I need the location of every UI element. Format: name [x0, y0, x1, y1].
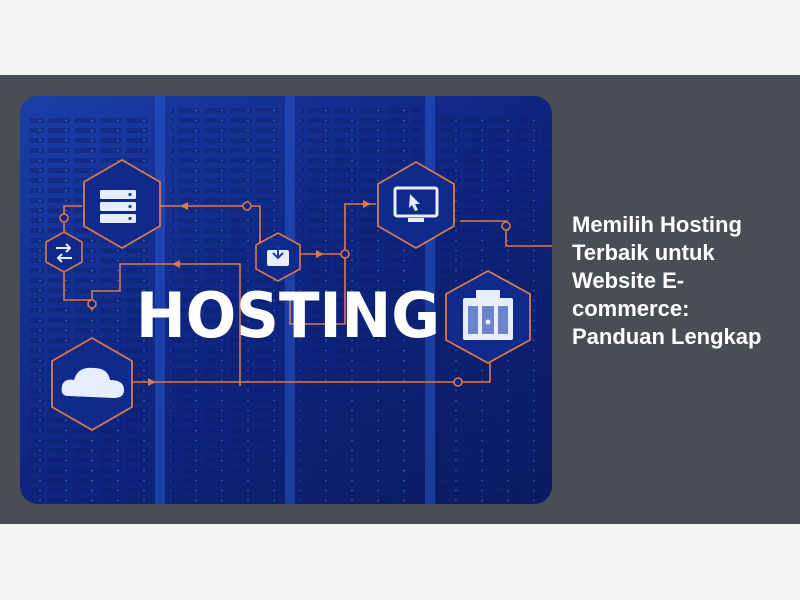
cloud-icon [51, 336, 133, 432]
article-title[interactable]: Memilih Hosting Terbaik untuk Website E-… [572, 212, 762, 349]
hosting-hero-image[interactable]: HOSTING [20, 96, 552, 504]
article-card[interactable]: HOSTING Memilih Hosting Terbaik untuk We… [0, 75, 800, 524]
sync-arrows-icon [45, 231, 83, 273]
monitor-cursor-icon [377, 160, 455, 250]
server-tower-icon [445, 269, 531, 365]
hosting-wordmark: HOSTING [136, 279, 440, 352]
server-stack-icon [83, 158, 161, 250]
download-folder-icon [255, 232, 301, 282]
